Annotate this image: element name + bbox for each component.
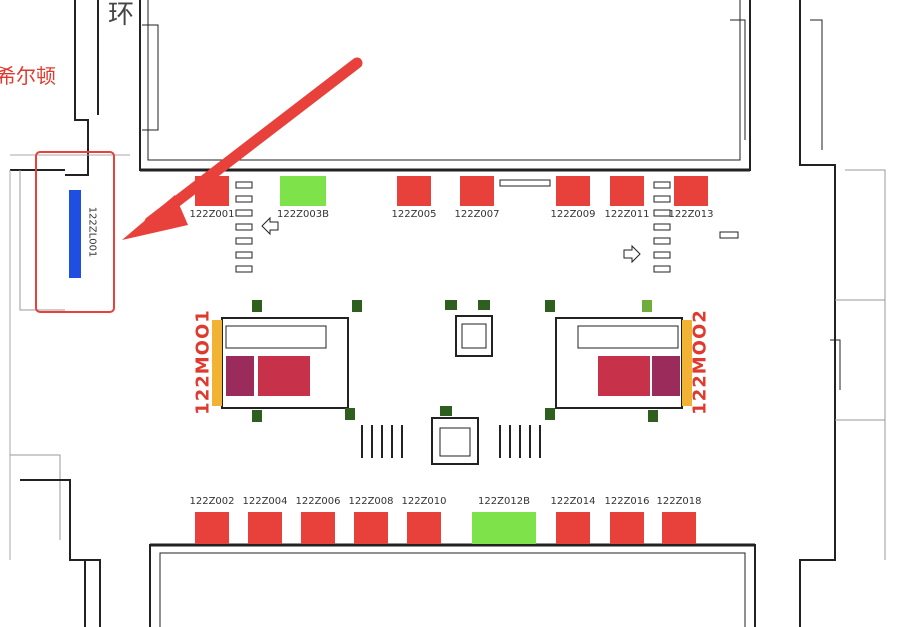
booth-label: 122Z001 <box>189 209 235 220</box>
booth-label: 122Z018 <box>656 496 702 507</box>
hilton-label: 希尔顿 <box>0 64 56 88</box>
elevators <box>431 300 493 465</box>
booth-label: 122Z012B <box>478 496 530 507</box>
booth-row-bottom <box>195 512 696 544</box>
booth-label: 122Z016 <box>604 496 650 507</box>
booth-122Z016[interactable] <box>610 512 644 544</box>
booth-122Z010[interactable] <box>407 512 441 544</box>
booth-label: 122Z014 <box>550 496 596 507</box>
booth-122Z003B[interactable] <box>280 176 326 206</box>
top-character: 环 <box>108 0 135 30</box>
booth-label: 122Z013 <box>668 209 714 220</box>
booth-row-top <box>195 176 708 206</box>
booth-122Z012B[interactable] <box>472 512 536 544</box>
booth-122Z014[interactable] <box>556 512 590 544</box>
booth-label: 122Z011 <box>604 209 650 220</box>
highlight-frame <box>35 151 115 313</box>
booth-122Z009[interactable] <box>556 176 590 206</box>
booth-122Z004[interactable] <box>248 512 282 544</box>
direction-arrows <box>261 216 641 264</box>
turnstiles <box>235 179 739 273</box>
booth-label: 122Z007 <box>454 209 500 220</box>
escalator-right-label: 122MOO2 <box>689 309 711 415</box>
booth-label: 122Z002 <box>189 496 235 507</box>
booth-122Z005[interactable] <box>397 176 431 206</box>
highlight-zone-122ZL001[interactable] <box>69 190 81 278</box>
booth-122Z006[interactable] <box>301 512 335 544</box>
escalator-right <box>545 300 692 422</box>
booth-label: 122Z004 <box>242 496 288 507</box>
booth-122Z011[interactable] <box>610 176 644 206</box>
gates <box>361 425 541 458</box>
booth-label: 122Z008 <box>348 496 394 507</box>
booth-122Z002[interactable] <box>195 512 229 544</box>
booth-122Z018[interactable] <box>662 512 696 544</box>
highlight-zone-label: 122ZL001 <box>86 206 98 258</box>
walls <box>9 0 886 627</box>
booth-122Z008[interactable] <box>354 512 388 544</box>
booth-label: 122Z009 <box>550 209 596 220</box>
booth-122Z013[interactable] <box>674 176 708 206</box>
booth-label: 122Z010 <box>401 496 447 507</box>
booth-label: 122Z006 <box>295 496 341 507</box>
booth-122Z007[interactable] <box>460 176 494 206</box>
booth-label: 122Z003B <box>277 209 329 220</box>
escalator-left-label: 122MOO1 <box>192 309 214 415</box>
pointer-arrow <box>122 57 363 240</box>
escalator-left <box>212 300 362 422</box>
booth-label: 122Z005 <box>391 209 437 220</box>
booth-122Z001[interactable] <box>195 176 229 206</box>
